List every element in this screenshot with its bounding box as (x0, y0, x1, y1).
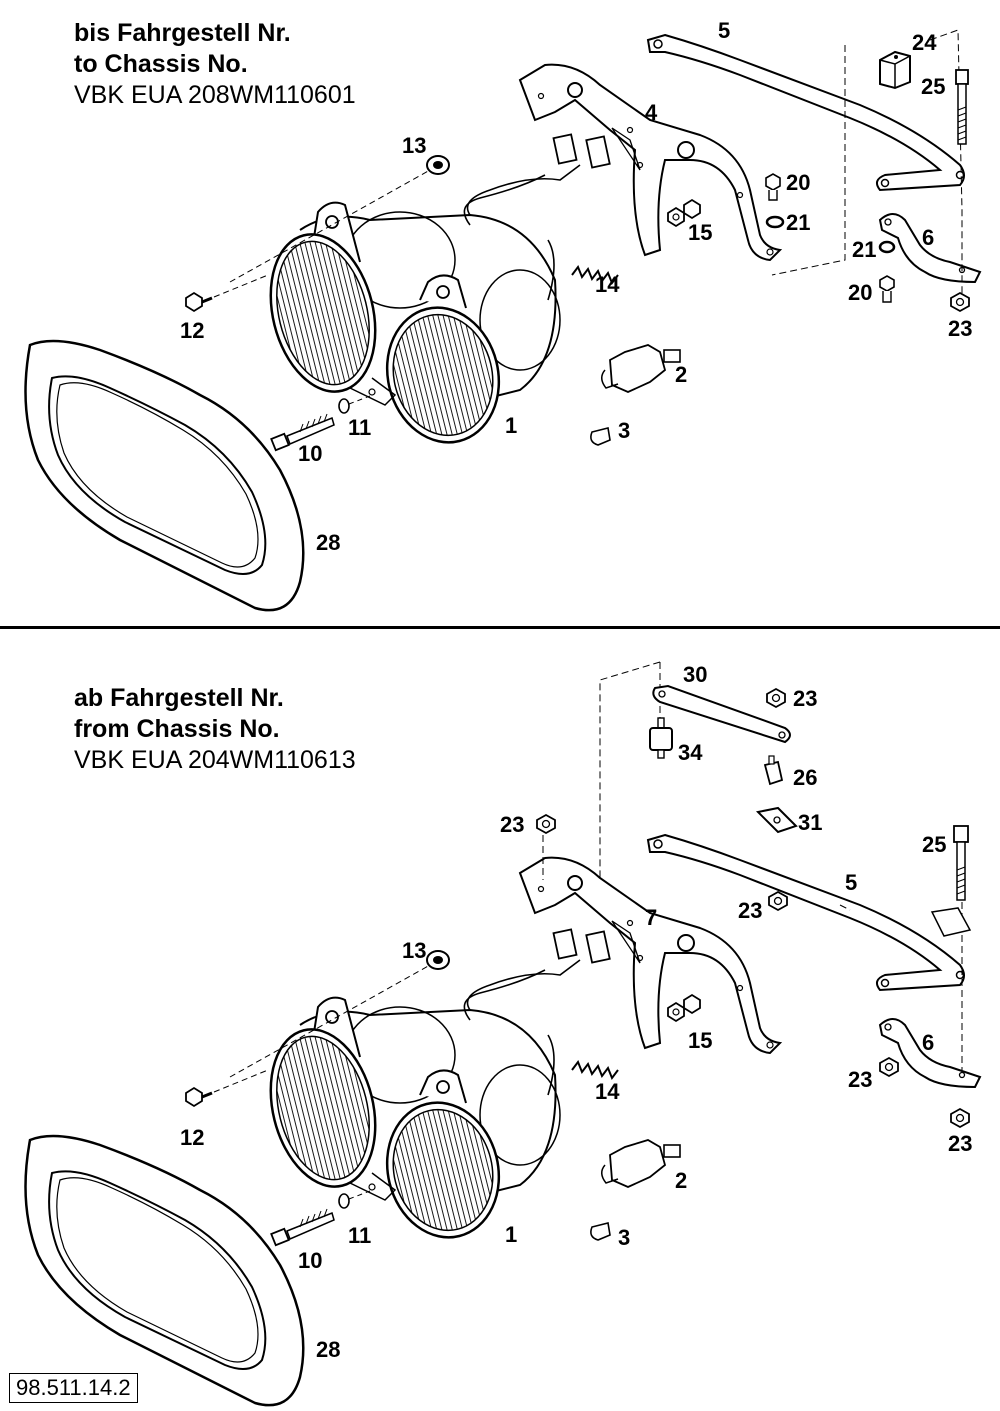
callout-3: 3 (618, 418, 630, 443)
callout-26: 26 (793, 765, 817, 790)
callout-30: 30 (683, 662, 707, 687)
callout-6-b: 6 (922, 1030, 934, 1055)
callout-10: 10 (298, 441, 322, 466)
callout-6: 6 (922, 225, 934, 250)
callout-11: 11 (348, 415, 371, 440)
screw-20-top (765, 173, 781, 201)
top-section-drawing (24, 29, 981, 612)
callout-13: 13 (402, 133, 426, 158)
callout-28-b: 28 (316, 1337, 340, 1362)
callout-5: 5 (718, 18, 730, 43)
header-top-line2: to Chassis No. (74, 50, 248, 78)
callout-2: 2 (675, 362, 687, 387)
callout-25: 25 (921, 74, 945, 99)
callout-14-b: 14 (595, 1079, 620, 1104)
callout-1-b: 1 (505, 1222, 517, 1247)
callout-11-b: 11 (348, 1223, 371, 1248)
header-bottom: ab Fahrgestell Nr. from Chassis No. VBK … (74, 683, 356, 776)
callout-10-b: 10 (298, 1248, 322, 1273)
callout-21: 21 (786, 210, 810, 235)
callout-13-b: 13 (402, 938, 426, 963)
nut-23b-bottom (536, 814, 556, 834)
headlight-assembly-bottom (24, 927, 702, 1407)
header-bottom-line2: from Chassis No. (74, 715, 280, 743)
nut-23d-bottom (879, 1057, 899, 1077)
header-bottom-line1: ab Fahrgestell Nr. (74, 684, 284, 712)
header-top: bis Fahrgestell Nr. to Chassis No. VBK E… (74, 18, 356, 111)
callout-4: 4 (645, 100, 658, 125)
screw-20b-top (879, 275, 895, 303)
nut-23e-bottom (950, 1108, 970, 1128)
bolt-25-bottom (953, 825, 969, 901)
callout-20b: 20 (848, 280, 872, 305)
callout-23-b: 23 (500, 812, 524, 837)
callout-1: 1 (505, 413, 517, 438)
callout-23-e: 23 (948, 1131, 972, 1156)
nut-23-top (950, 292, 970, 312)
bar-30-bottom (652, 684, 791, 744)
callout-21b: 21 (852, 237, 876, 262)
callout-23-d: 23 (848, 1067, 872, 1092)
headlight-assembly-top (24, 132, 702, 612)
drawing-reference-number: 98.511.14.2 (9, 1373, 138, 1403)
callout-23-c: 23 (738, 898, 762, 923)
bottom-section-drawing (24, 661, 981, 1407)
nut-23a-bottom (766, 688, 786, 708)
washer-21b-top (878, 240, 896, 254)
callout-15: 15 (688, 220, 712, 245)
callout-2-b: 2 (675, 1168, 687, 1193)
header-top-line1: bis Fahrgestell Nr. (74, 19, 291, 47)
callout-34: 34 (678, 740, 703, 765)
callout-12-b: 12 (180, 1125, 204, 1150)
callout-31: 31 (798, 810, 822, 835)
washer-21-top (765, 215, 785, 229)
callout-3-b: 3 (618, 1225, 630, 1250)
callout-5-b: 5 (845, 870, 857, 895)
bottom-callouts: 30 23 34 26 31 23 25 5 23 7 13 15 6 14 2… (180, 662, 972, 1362)
header-bottom-line3: VBK EUA 204WM110613 (74, 746, 356, 774)
bar-5-top (647, 34, 965, 191)
callout-24: 24 (912, 30, 937, 55)
plate-31-bottom (755, 806, 798, 834)
callout-15-b: 15 (688, 1028, 712, 1053)
callout-7: 7 (645, 905, 657, 930)
callout-14: 14 (595, 272, 620, 297)
callout-20: 20 (786, 170, 810, 195)
plate-bottom-right (930, 907, 972, 937)
callout-23: 23 (948, 316, 972, 341)
callout-12: 12 (180, 318, 204, 343)
damper-34-bottom (649, 717, 673, 759)
nut-23c-bottom (768, 891, 788, 911)
top-callouts: 5 24 25 4 13 20 21 15 6 21 14 20 12 23 2… (180, 18, 972, 555)
callout-28: 28 (316, 530, 340, 555)
block-24-top (879, 50, 911, 90)
callout-23-a: 23 (793, 686, 817, 711)
bolt-25-top (955, 69, 969, 145)
callout-25-b: 25 (922, 832, 946, 857)
section-divider (0, 626, 1000, 629)
header-top-line3: VBK EUA 208WM110601 (74, 81, 356, 109)
mount-26-bottom (763, 755, 784, 786)
bar-5-bottom (647, 834, 965, 991)
